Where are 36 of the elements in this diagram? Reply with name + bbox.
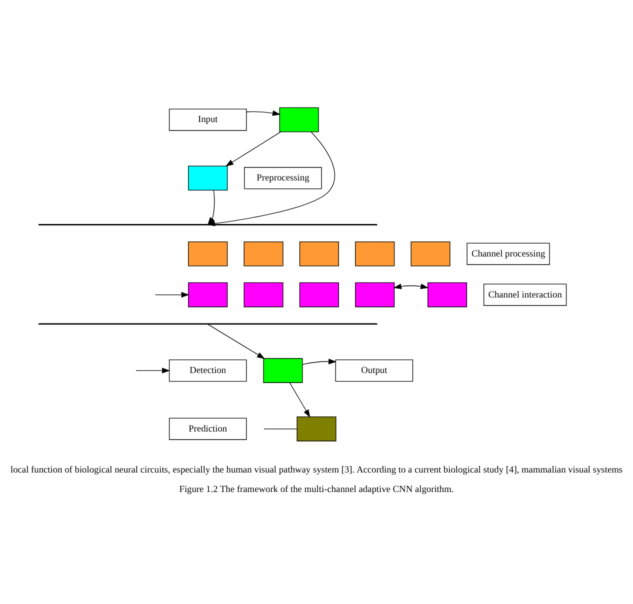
arrow [154,291,190,298]
node-box [244,282,284,307]
arrow [302,358,337,364]
caption: Figure 1.2 The framework of the multi-channel adaptive CNN algorithm. [179,484,454,495]
node-box [299,240,339,266]
node-box: Prediction [168,417,247,440]
node-box [355,282,395,307]
label: local function of biological neural circuits, especially the human visual pathway system [3]. According to a current biological study [4], mammalian visual systems [10,464,623,475]
node-box [296,416,336,441]
arrow [136,367,170,373]
arrow [246,110,281,116]
node-box: Channel interaction [483,283,567,306]
node-box: Preprocessing [244,166,322,189]
node-box [263,358,303,382]
arrow [206,131,336,226]
node-box: Channel processing [466,242,550,264]
node-box: Detection [168,359,247,382]
arrow [225,131,281,166]
arrow [208,189,215,225]
node-box [299,282,339,307]
node-box [188,282,228,307]
node-box [410,240,450,266]
node-box [244,240,284,266]
node-bar [38,322,378,324]
node-box [428,282,468,307]
node-box [355,240,395,266]
arrow [289,382,310,418]
node-box [279,106,319,132]
connector [264,428,298,429]
node-box [188,165,228,190]
arrow [393,283,429,289]
node-bar [38,224,378,225]
arrow [208,324,266,358]
node-box: Output [335,359,414,382]
node-box: Input [168,108,247,130]
node-box [188,240,228,266]
